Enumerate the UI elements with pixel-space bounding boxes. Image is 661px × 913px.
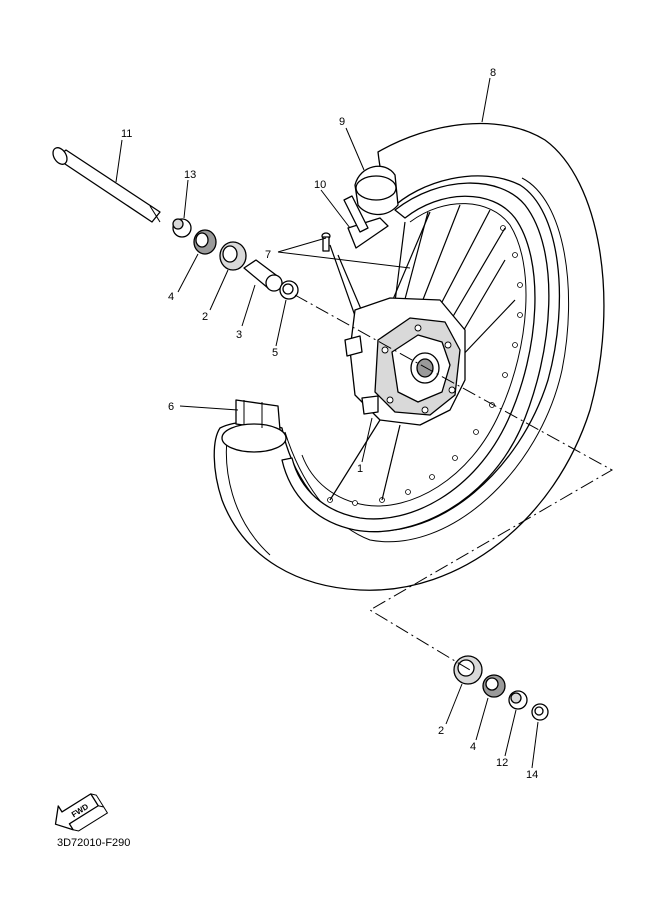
bearing-left xyxy=(219,241,247,271)
callout-5: 5 xyxy=(272,347,278,359)
callout-9: 9 xyxy=(339,116,345,128)
callouts: 8 9 10 7 11 13 4 2 3 5 6 1 2 4 12 14 xyxy=(121,67,538,781)
callout-11: 11 xyxy=(121,128,132,140)
center-lines xyxy=(294,294,614,671)
callout-12: 12 xyxy=(496,757,508,769)
axle xyxy=(52,147,161,223)
callout-14: 14 xyxy=(526,769,538,781)
callout-8: 8 xyxy=(490,67,496,79)
callout-6: 6 xyxy=(168,401,174,413)
callout-3: 3 xyxy=(236,329,242,341)
collar-left xyxy=(172,218,192,238)
hub xyxy=(344,297,466,426)
callout-4-left: 4 xyxy=(168,291,174,303)
spoke-nipple xyxy=(321,232,331,252)
callout-10: 10 xyxy=(314,179,326,191)
leader-lines xyxy=(115,77,539,769)
callout-1: 1 xyxy=(357,463,363,475)
diagram-code: 3D72010-F290 xyxy=(57,837,131,849)
tube-valve xyxy=(354,165,399,216)
callout-4-right: 4 xyxy=(470,741,476,753)
callout-2-right: 2 xyxy=(438,725,444,737)
rim-band xyxy=(343,195,389,249)
spacer xyxy=(243,259,283,292)
oil-seal-left xyxy=(193,229,217,255)
callout-7: 7 xyxy=(265,249,271,261)
spacer-flange xyxy=(279,280,299,300)
axle-nut xyxy=(531,703,549,721)
bearing-right xyxy=(453,655,483,685)
oil-seal-right xyxy=(482,674,506,698)
callout-2-left: 2 xyxy=(202,311,208,323)
fwd-arrow-icon: FWD xyxy=(54,793,109,832)
collar-right xyxy=(508,690,528,710)
callout-13: 13 xyxy=(184,169,196,181)
inner-tube-piece xyxy=(221,399,287,453)
rim xyxy=(281,182,550,533)
